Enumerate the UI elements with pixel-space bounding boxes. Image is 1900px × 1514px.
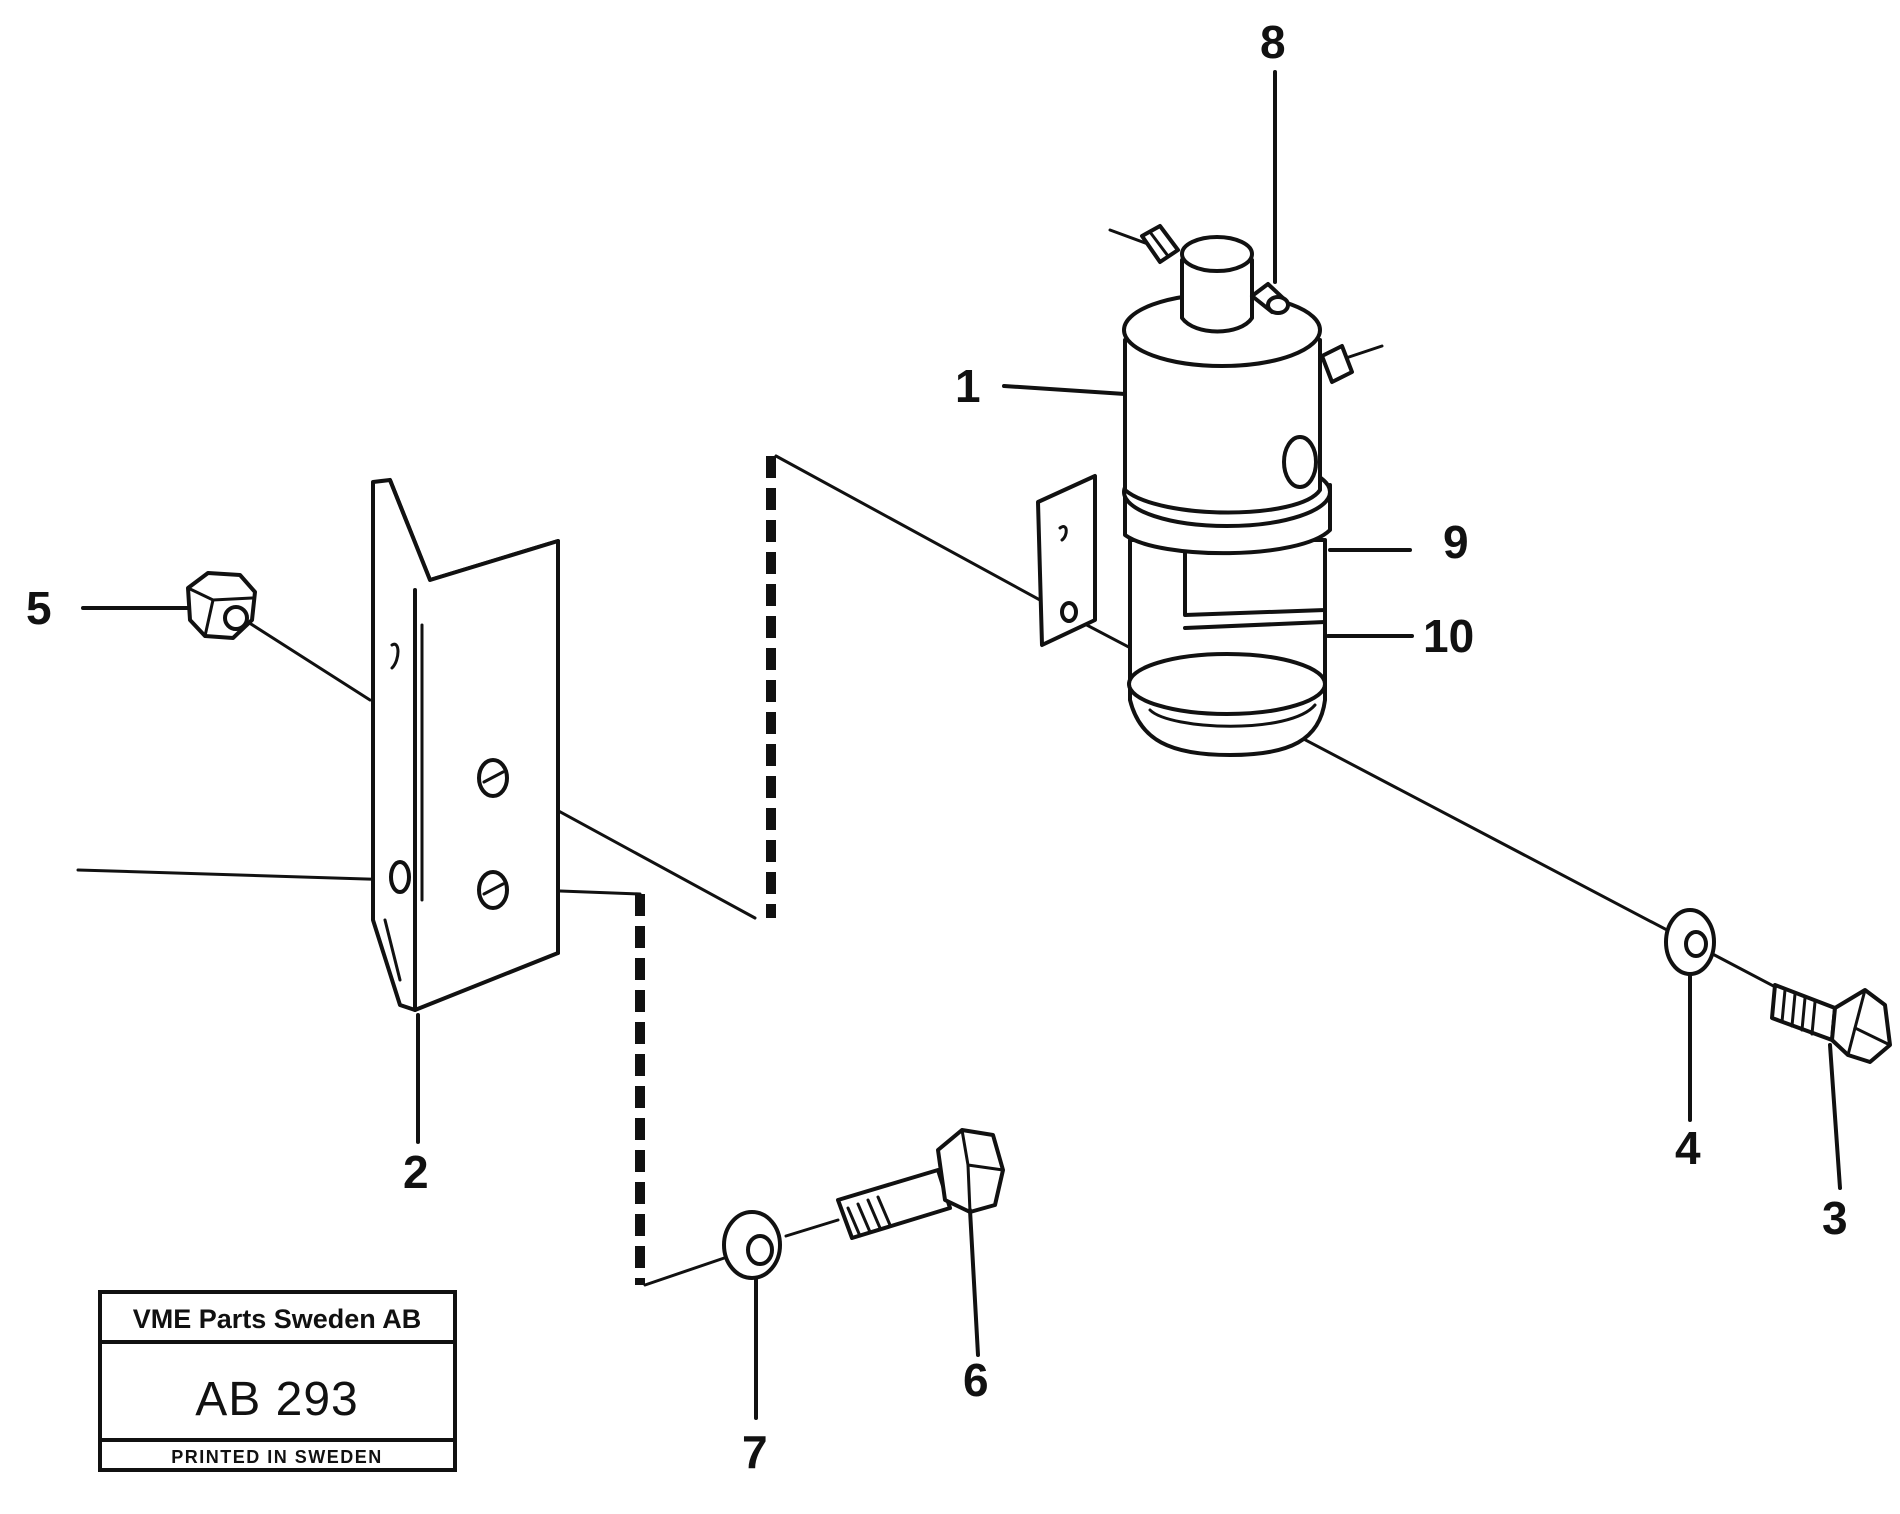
callout-6: 6 — [963, 1354, 989, 1406]
callout-leaders — [81, 70, 1842, 1420]
bolt-part-3 — [1770, 983, 1892, 1064]
bolt-part-6 — [836, 1128, 1005, 1240]
callout-2: 2 — [403, 1146, 429, 1198]
callout-5: 5 — [26, 582, 52, 634]
callout-10: 10 — [1423, 610, 1474, 662]
callout-8: 8 — [1260, 16, 1286, 68]
stamp-company-name: VME Parts Sweden AB — [133, 1304, 422, 1334]
callout-numbers: 1 2 3 4 5 6 7 8 9 10 — [26, 16, 1848, 1478]
nut-part-5 — [186, 571, 257, 640]
bracket-part-2 — [371, 478, 560, 1012]
callout-7: 7 — [742, 1426, 768, 1478]
washer-part-4 — [1664, 908, 1716, 976]
assembly-dashed-lines — [635, 456, 776, 1285]
washer-part-7 — [722, 1210, 782, 1280]
callout-9: 9 — [1443, 516, 1469, 568]
stamp-diagram-code: AB 293 — [195, 1373, 358, 1426]
stamp-printed-in: PRINTED IN SWEDEN — [171, 1447, 383, 1467]
callout-1: 1 — [955, 360, 981, 412]
callout-3: 3 — [1822, 1192, 1848, 1244]
callout-4: 4 — [1675, 1122, 1701, 1174]
assembly-connector-lines — [76, 228, 1802, 1287]
receiver-dryer-assembly — [1036, 224, 1354, 757]
parts-stamp: VME Parts Sweden AB AB 293 PRINTED IN SW… — [98, 1290, 457, 1472]
